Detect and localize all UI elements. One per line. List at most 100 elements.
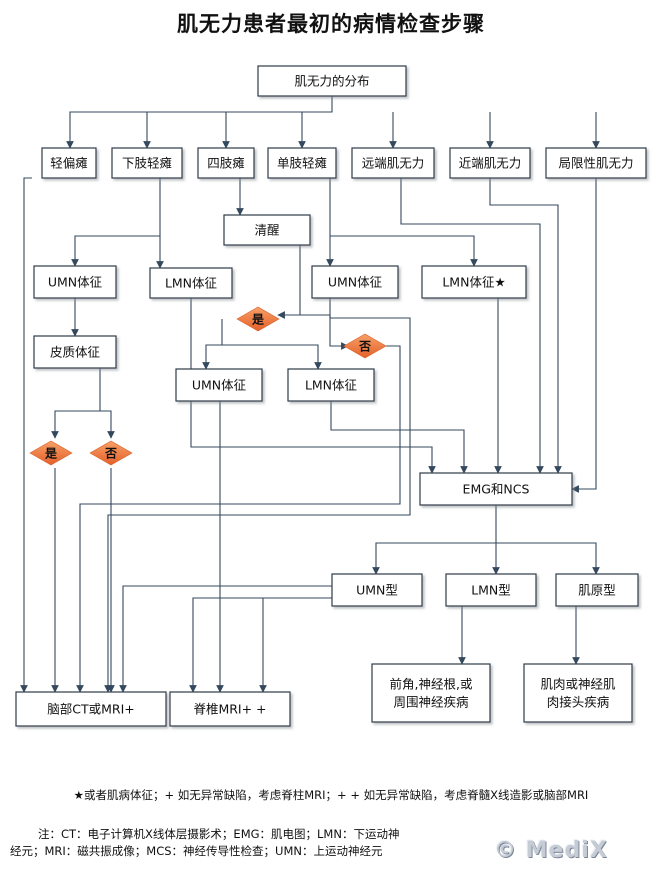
node-box: [197, 147, 255, 179]
node-jdjwl: 近端肌无力: [449, 147, 531, 179]
connector-17: [51, 368, 101, 439]
node-box: [331, 573, 423, 607]
decision-label: 是: [251, 313, 265, 327]
node-label: 单肢轻瘫: [277, 156, 327, 171]
decision-no2: 否: [89, 440, 133, 466]
node-label: 远端肌无力: [362, 156, 425, 171]
node-box: [421, 265, 527, 299]
connector-15: [202, 319, 223, 370]
node-label: UMN体征: [328, 275, 383, 290]
node-pzt: 皮质体征: [33, 335, 117, 369]
connector-14: [300, 314, 349, 350]
connector-18: [100, 410, 115, 439]
node-lmnx: LMN型: [445, 573, 537, 607]
decision-shape: [236, 306, 280, 332]
node-label: LMN体征: [305, 378, 358, 393]
node-lmn2: LMN体征★: [421, 265, 527, 299]
node-umn1: UMN体征: [33, 265, 117, 299]
connector-27: [571, 178, 597, 493]
decision-no1: 否: [343, 333, 387, 359]
connector-25: [400, 178, 544, 474]
abbreviation-note: 注：CT：电子计算机X线体层摄影术；EMG：肌电图；LMN：下运动神经元；MRI…: [10, 827, 400, 858]
node-umn2: UMN体征: [311, 265, 399, 299]
node-box: [33, 335, 117, 369]
node-label: UMN体征: [192, 378, 247, 393]
node-xzqt: 下肢轻瘫: [111, 147, 183, 179]
node-box: [169, 691, 291, 727]
node-label: LMN体征: [165, 276, 218, 291]
node-box: [419, 472, 573, 506]
decision-label: 否: [358, 340, 371, 354]
node-box: [267, 147, 337, 179]
node-box: [223, 214, 311, 246]
node-box: [555, 573, 639, 607]
node-nb: 脑部CT或MRI+: [15, 691, 167, 727]
decision-shape: [29, 440, 73, 466]
node-label: 肉接头疾病: [547, 695, 610, 710]
node-box: [545, 147, 647, 179]
node-box: [33, 265, 117, 299]
node-ydjwl: 远端肌无力: [351, 147, 435, 179]
node-jxxjwl: 局限性肌无力: [545, 147, 647, 179]
node-qpt: 轻偏瘫: [41, 147, 97, 179]
decision-label: 是: [44, 447, 58, 461]
connector-8: [71, 178, 161, 267]
node-label: 前角,神经根,或: [390, 677, 473, 692]
node-label: 肌肉或神经肌: [540, 677, 616, 692]
node-box: [287, 368, 375, 402]
medix-logo: © MediX: [494, 838, 608, 863]
node-box: [41, 147, 97, 179]
connector-28: [76, 345, 401, 693]
node-label: 近端肌无力: [459, 156, 522, 171]
node-box: [445, 573, 537, 607]
node-emg: EMG和NCS: [419, 472, 573, 506]
connector-lines: [20, 96, 600, 693]
node-jz: 脊椎MRI+ +: [169, 691, 291, 727]
node-lmn1: LMN体征: [149, 267, 233, 299]
node-label: 脊椎MRI+ +: [193, 702, 266, 717]
connector-33: [496, 542, 600, 575]
node-root: 肌无力的分布: [257, 65, 407, 97]
decision-shape: [343, 333, 387, 359]
node-box: [257, 65, 407, 97]
node-box: [351, 147, 435, 179]
node-box: [311, 265, 399, 299]
connector-11: [330, 235, 478, 267]
node-lmn3: LMN体征: [287, 368, 375, 402]
page-title: 肌无力患者最初的病情检查步骤: [177, 12, 485, 36]
node-box: [15, 691, 167, 727]
connector-26: [489, 178, 562, 474]
node-box: [449, 147, 531, 179]
node-label: 轻偏瘫: [50, 156, 88, 171]
footnote: ★或者肌病体征；+ 如无异常缺陷，考虑脊柱MRI；+ + 如无异常缺陷，考虑脊髓…: [73, 788, 589, 802]
node-label: 四肢瘫: [207, 156, 245, 171]
node-box: [149, 267, 233, 299]
connector-13: [277, 245, 301, 319]
node-box: [175, 368, 263, 402]
node-label: UMN体征: [48, 275, 103, 290]
node-jyx: 肌原型: [555, 573, 639, 607]
node-label: LMN型: [471, 583, 511, 598]
connector-29: [104, 298, 411, 693]
connector-34: [119, 585, 332, 693]
connector-19: [20, 177, 32, 693]
connector-35: [259, 597, 332, 693]
connector-0: [66, 96, 333, 149]
node-label: 局限性肌无力: [558, 156, 633, 171]
node-label: UMN型: [356, 583, 398, 598]
connector-36: [189, 597, 332, 693]
node-umnx: UMN型: [331, 573, 423, 607]
connector-23: [330, 401, 468, 474]
decision-shape: [89, 440, 133, 466]
connector-16: [206, 344, 322, 370]
node-label: LMN体征★: [442, 275, 505, 290]
node-szt: 四肢瘫: [197, 147, 255, 179]
node-label: 周围神经疾病: [393, 695, 468, 710]
node-label: 肌原型: [578, 583, 616, 598]
node-qx: 清醒: [223, 214, 311, 246]
connector-31: [372, 505, 497, 575]
decision-yes1: 是: [236, 306, 280, 332]
